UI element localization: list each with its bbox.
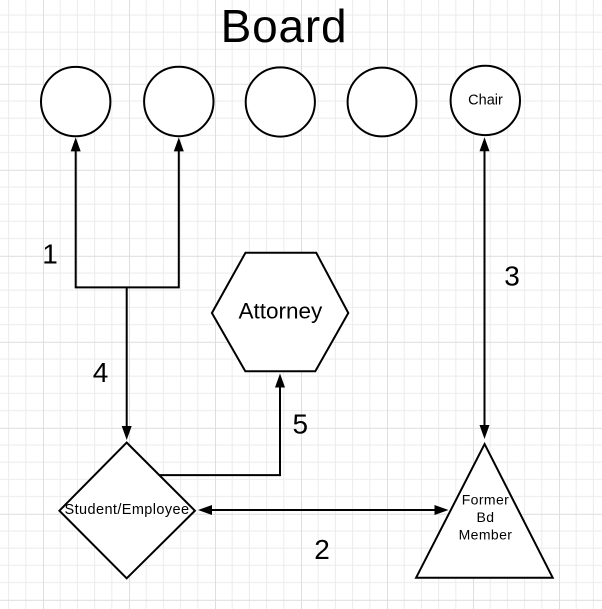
svg-text:1: 1 xyxy=(42,239,58,270)
svg-text:3: 3 xyxy=(504,260,520,291)
svg-text:5: 5 xyxy=(293,408,309,439)
svg-text:4: 4 xyxy=(93,357,109,388)
svg-text:Attorney: Attorney xyxy=(239,299,324,324)
svg-text:2: 2 xyxy=(314,534,330,565)
svg-text:Board: Board xyxy=(221,0,348,52)
svg-text:Chair: Chair xyxy=(468,93,503,109)
svg-text:Bd: Bd xyxy=(477,509,495,525)
svg-text:Student/Employee: Student/Employee xyxy=(65,502,190,518)
svg-text:Former: Former xyxy=(462,492,510,508)
svg-text:Member: Member xyxy=(459,527,513,543)
